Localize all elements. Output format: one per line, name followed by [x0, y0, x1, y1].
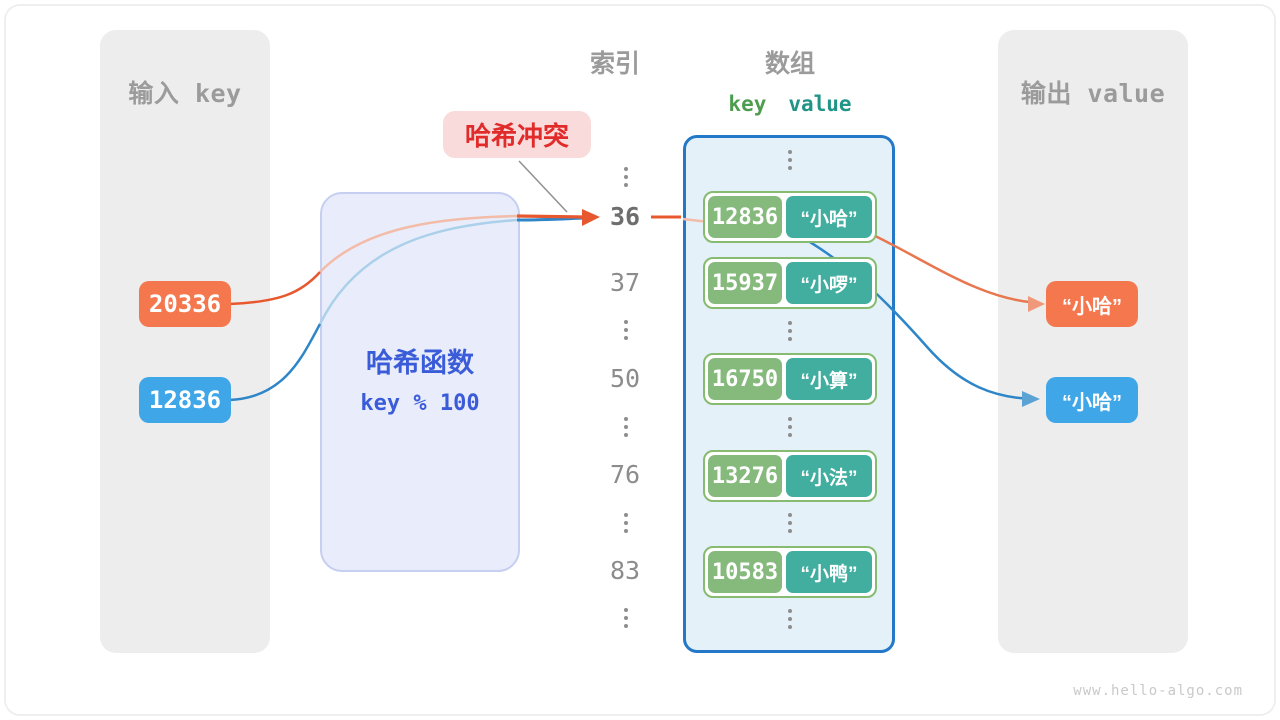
vertical-ellipsis-icon — [787, 513, 792, 533]
watermark: www.hello-algo.com — [1073, 683, 1243, 699]
index-item-83: 83 — [609, 556, 641, 585]
output-value-label: “小哈” — [1062, 391, 1122, 414]
output-value-label: “小哈” — [1062, 295, 1122, 318]
vertical-ellipsis-icon — [623, 417, 628, 437]
pair-value: “小算” — [786, 358, 872, 400]
input-panel-title: 输入 key — [128, 79, 242, 108]
pair-key: 10583 — [708, 551, 782, 593]
pair-value: “小鸭” — [786, 551, 872, 593]
output-value-chip-orange: “小哈” — [1046, 281, 1138, 327]
pair-value: “小哈” — [786, 196, 872, 238]
hash-function-formula: key % 100 — [360, 391, 480, 416]
index-item-50: 50 — [609, 364, 641, 393]
pair-value: “小啰” — [786, 262, 872, 304]
input-panel: 输入 key — [100, 30, 270, 653]
output-value-chip-blue: “小哈” — [1046, 377, 1138, 423]
vertical-ellipsis-icon — [623, 320, 628, 340]
pair-key: 16750 — [708, 358, 782, 400]
index-column-title: 索引 — [589, 49, 640, 78]
vertical-ellipsis-icon — [787, 150, 792, 170]
array-title: 数组 — [764, 49, 815, 78]
input-key-label: 20336 — [148, 290, 222, 318]
value-header: value — [788, 92, 852, 116]
array-pair-row: 10583 “小鸭” — [703, 546, 877, 598]
output-panel: 输出 value — [998, 30, 1188, 653]
pair-key: 12836 — [708, 196, 782, 238]
array-pair-row: 13276 “小法” — [703, 450, 877, 502]
vertical-ellipsis-icon — [623, 167, 628, 187]
output-panel-title: 输出 value — [1020, 79, 1166, 108]
array-pair-row: 15937 “小啰” — [703, 257, 877, 309]
hash-function-title: 哈希函数 — [366, 348, 474, 378]
index-item-36: 36 — [609, 202, 641, 231]
array-pair-row: 12836 “小哈” — [703, 191, 877, 243]
vertical-ellipsis-icon — [787, 417, 792, 437]
hash-function-box — [320, 192, 520, 572]
vertical-ellipsis-icon — [623, 513, 628, 533]
pair-key: 15937 — [708, 262, 782, 304]
input-key-chip-20336: 20336 — [139, 281, 231, 327]
canvas-frame — [4, 4, 1276, 716]
key-header: key — [728, 92, 767, 116]
pair-value: “小法” — [786, 455, 872, 497]
pair-key: 13276 — [708, 455, 782, 497]
collision-badge: 哈希冲突 — [443, 111, 591, 158]
array-pair-row: 16750 “小算” — [703, 353, 877, 405]
index-item-37: 37 — [609, 268, 641, 297]
vertical-ellipsis-icon — [787, 321, 792, 341]
input-key-chip-12836: 12836 — [139, 377, 231, 423]
vertical-ellipsis-icon — [787, 609, 792, 629]
index-item-76: 76 — [609, 460, 641, 489]
input-key-label: 12836 — [148, 386, 222, 414]
array-kv-header: key value — [700, 92, 880, 116]
vertical-ellipsis-icon — [623, 608, 628, 628]
